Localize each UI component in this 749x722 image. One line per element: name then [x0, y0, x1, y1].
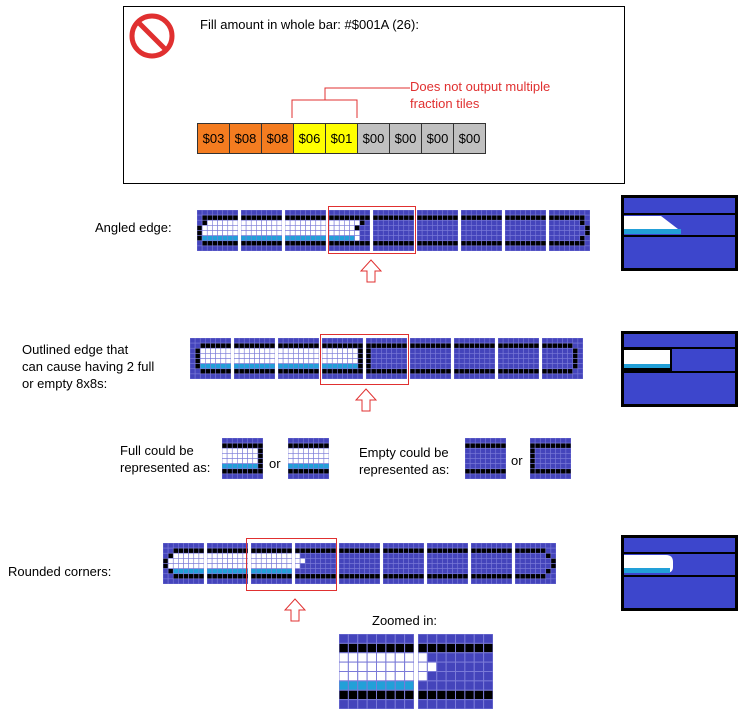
outlined-tile: [410, 338, 451, 379]
rounded-tile: [295, 543, 336, 584]
bracket-connector: [291, 87, 410, 118]
angled-tile: [461, 210, 502, 251]
outlined-tile: [322, 338, 363, 379]
fill-cell: $08: [229, 123, 262, 154]
angled-tile: [329, 210, 370, 251]
no-symbol-icon: [129, 13, 175, 59]
empty-text-2: represented as:: [359, 462, 450, 477]
empty-rep-tile-b: [530, 438, 571, 479]
fill-cell: $01: [325, 123, 358, 154]
fill-cell: $00: [357, 123, 390, 154]
full-text-1: Full could be: [120, 443, 194, 458]
angled-tile: [417, 210, 458, 251]
highlight-box-outlined: [320, 334, 409, 385]
outlined-preview: [621, 331, 738, 407]
full-rep-tile-b: [288, 438, 329, 479]
outlined-tile: [278, 338, 319, 379]
outlined-tile: [190, 338, 231, 379]
outlined-tile: [542, 338, 583, 379]
rounded-tile: [515, 543, 556, 584]
full-rep-tile-a: [222, 438, 263, 479]
rounded-tile: [339, 543, 380, 584]
rounded-tile: [251, 543, 292, 584]
angled-tile: [373, 210, 414, 251]
outlined-tile: [498, 338, 539, 379]
rounded-tile: [207, 543, 248, 584]
rounded-tile: [383, 543, 424, 584]
up-arrow-icon: [360, 259, 382, 283]
fill-cell: $06: [293, 123, 326, 154]
angled-tile: [549, 210, 590, 251]
outlined-tile: [366, 338, 407, 379]
up-arrow-icon: [284, 598, 306, 622]
fill-cell: $03: [197, 123, 230, 154]
outlined-label-2: can cause having 2 full: [22, 359, 155, 374]
outlined-tile: [454, 338, 495, 379]
rounded-preview: [621, 535, 738, 611]
outlined-tile: [234, 338, 275, 379]
angled-tile: [505, 210, 546, 251]
rounded-tile: [427, 543, 468, 584]
empty-or: or: [511, 453, 523, 468]
zoomed-tile: [339, 634, 414, 709]
fill-cell: $00: [389, 123, 422, 154]
highlight-box-angled: [328, 206, 416, 254]
note-line2: fraction tiles: [410, 96, 480, 111]
fill-amount-panel: [123, 6, 625, 184]
fill-amount-title: Fill amount in whole bar: #$001A (26):: [200, 17, 419, 32]
angled-tile: [241, 210, 282, 251]
fill-cell: $00: [421, 123, 454, 154]
fill-cell: $00: [453, 123, 486, 154]
up-arrow-icon: [355, 388, 377, 412]
full-text-2: represented as:: [120, 460, 211, 475]
highlight-box-rounded: [246, 538, 337, 591]
outlined-label-1: Outlined edge that: [22, 342, 129, 357]
empty-text-1: Empty could be: [359, 445, 449, 460]
zoomed-tile: [418, 634, 493, 709]
empty-rep-tile-a: [465, 438, 506, 479]
fill-cell: $08: [261, 123, 294, 154]
rounded-corners-label: Rounded corners:: [8, 564, 112, 579]
angled-preview: [621, 195, 738, 271]
angled-tile: [197, 210, 238, 251]
outlined-label-3: or empty 8x8s:: [22, 376, 108, 391]
zoomed-in-label: Zoomed in:: [372, 613, 438, 628]
angled-edge-label: Angled edge:: [95, 220, 172, 235]
angled-tile: [285, 210, 326, 251]
full-or: or: [269, 456, 281, 471]
note-line1: Does not output multiple: [410, 79, 551, 94]
rounded-tile: [163, 543, 204, 584]
rounded-tile: [471, 543, 512, 584]
